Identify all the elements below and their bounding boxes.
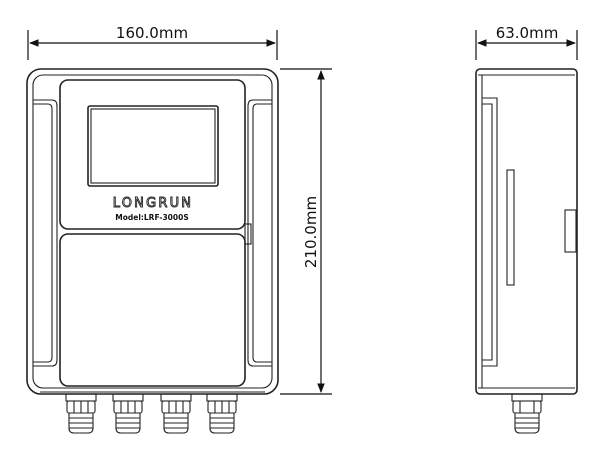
depth-dimension-label: 63.0mm [496, 24, 559, 42]
side-seam-strip [506, 169, 515, 286]
front-right-rail-inner [252, 103, 272, 363]
side-mount-tab [564, 209, 577, 253]
side-rail-profile [482, 97, 498, 367]
cable-gland-4 [206, 393, 238, 434]
cable-gland-2 [112, 393, 144, 434]
depth-dimension: 63.0mm [475, 24, 578, 60]
front-inner-housing [32, 74, 273, 389]
cable-gland-1 [65, 393, 97, 434]
width-dimension: 160.0mm [27, 24, 278, 60]
front-view: LONGRUN Model:LRF-3000S [26, 68, 279, 434]
front-right-rail [247, 99, 272, 367]
height-dimension-label: 210.0mm [302, 196, 320, 268]
display-screen-inner [90, 108, 216, 184]
front-outer-housing [26, 68, 279, 395]
cable-glands [65, 393, 238, 434]
front-side-tab [244, 223, 252, 245]
width-dimension-label: 160.0mm [116, 24, 188, 42]
side-rail-profile-inner [482, 103, 493, 361]
side-view [475, 68, 578, 434]
side-housing-outer [475, 68, 578, 395]
bottom-cover-panel [59, 233, 246, 387]
display-panel [59, 79, 246, 230]
brand-logo-text: LONGRUN [113, 196, 193, 211]
height-dimension: 210.0mm [280, 68, 332, 395]
front-left-rail-inner [33, 103, 53, 363]
model-label: Model:LRF-3000S [115, 213, 188, 222]
front-left-rail [33, 99, 58, 367]
side-cable-gland [511, 393, 543, 434]
cable-gland-3 [160, 393, 192, 434]
display-screen-outer [87, 105, 219, 187]
